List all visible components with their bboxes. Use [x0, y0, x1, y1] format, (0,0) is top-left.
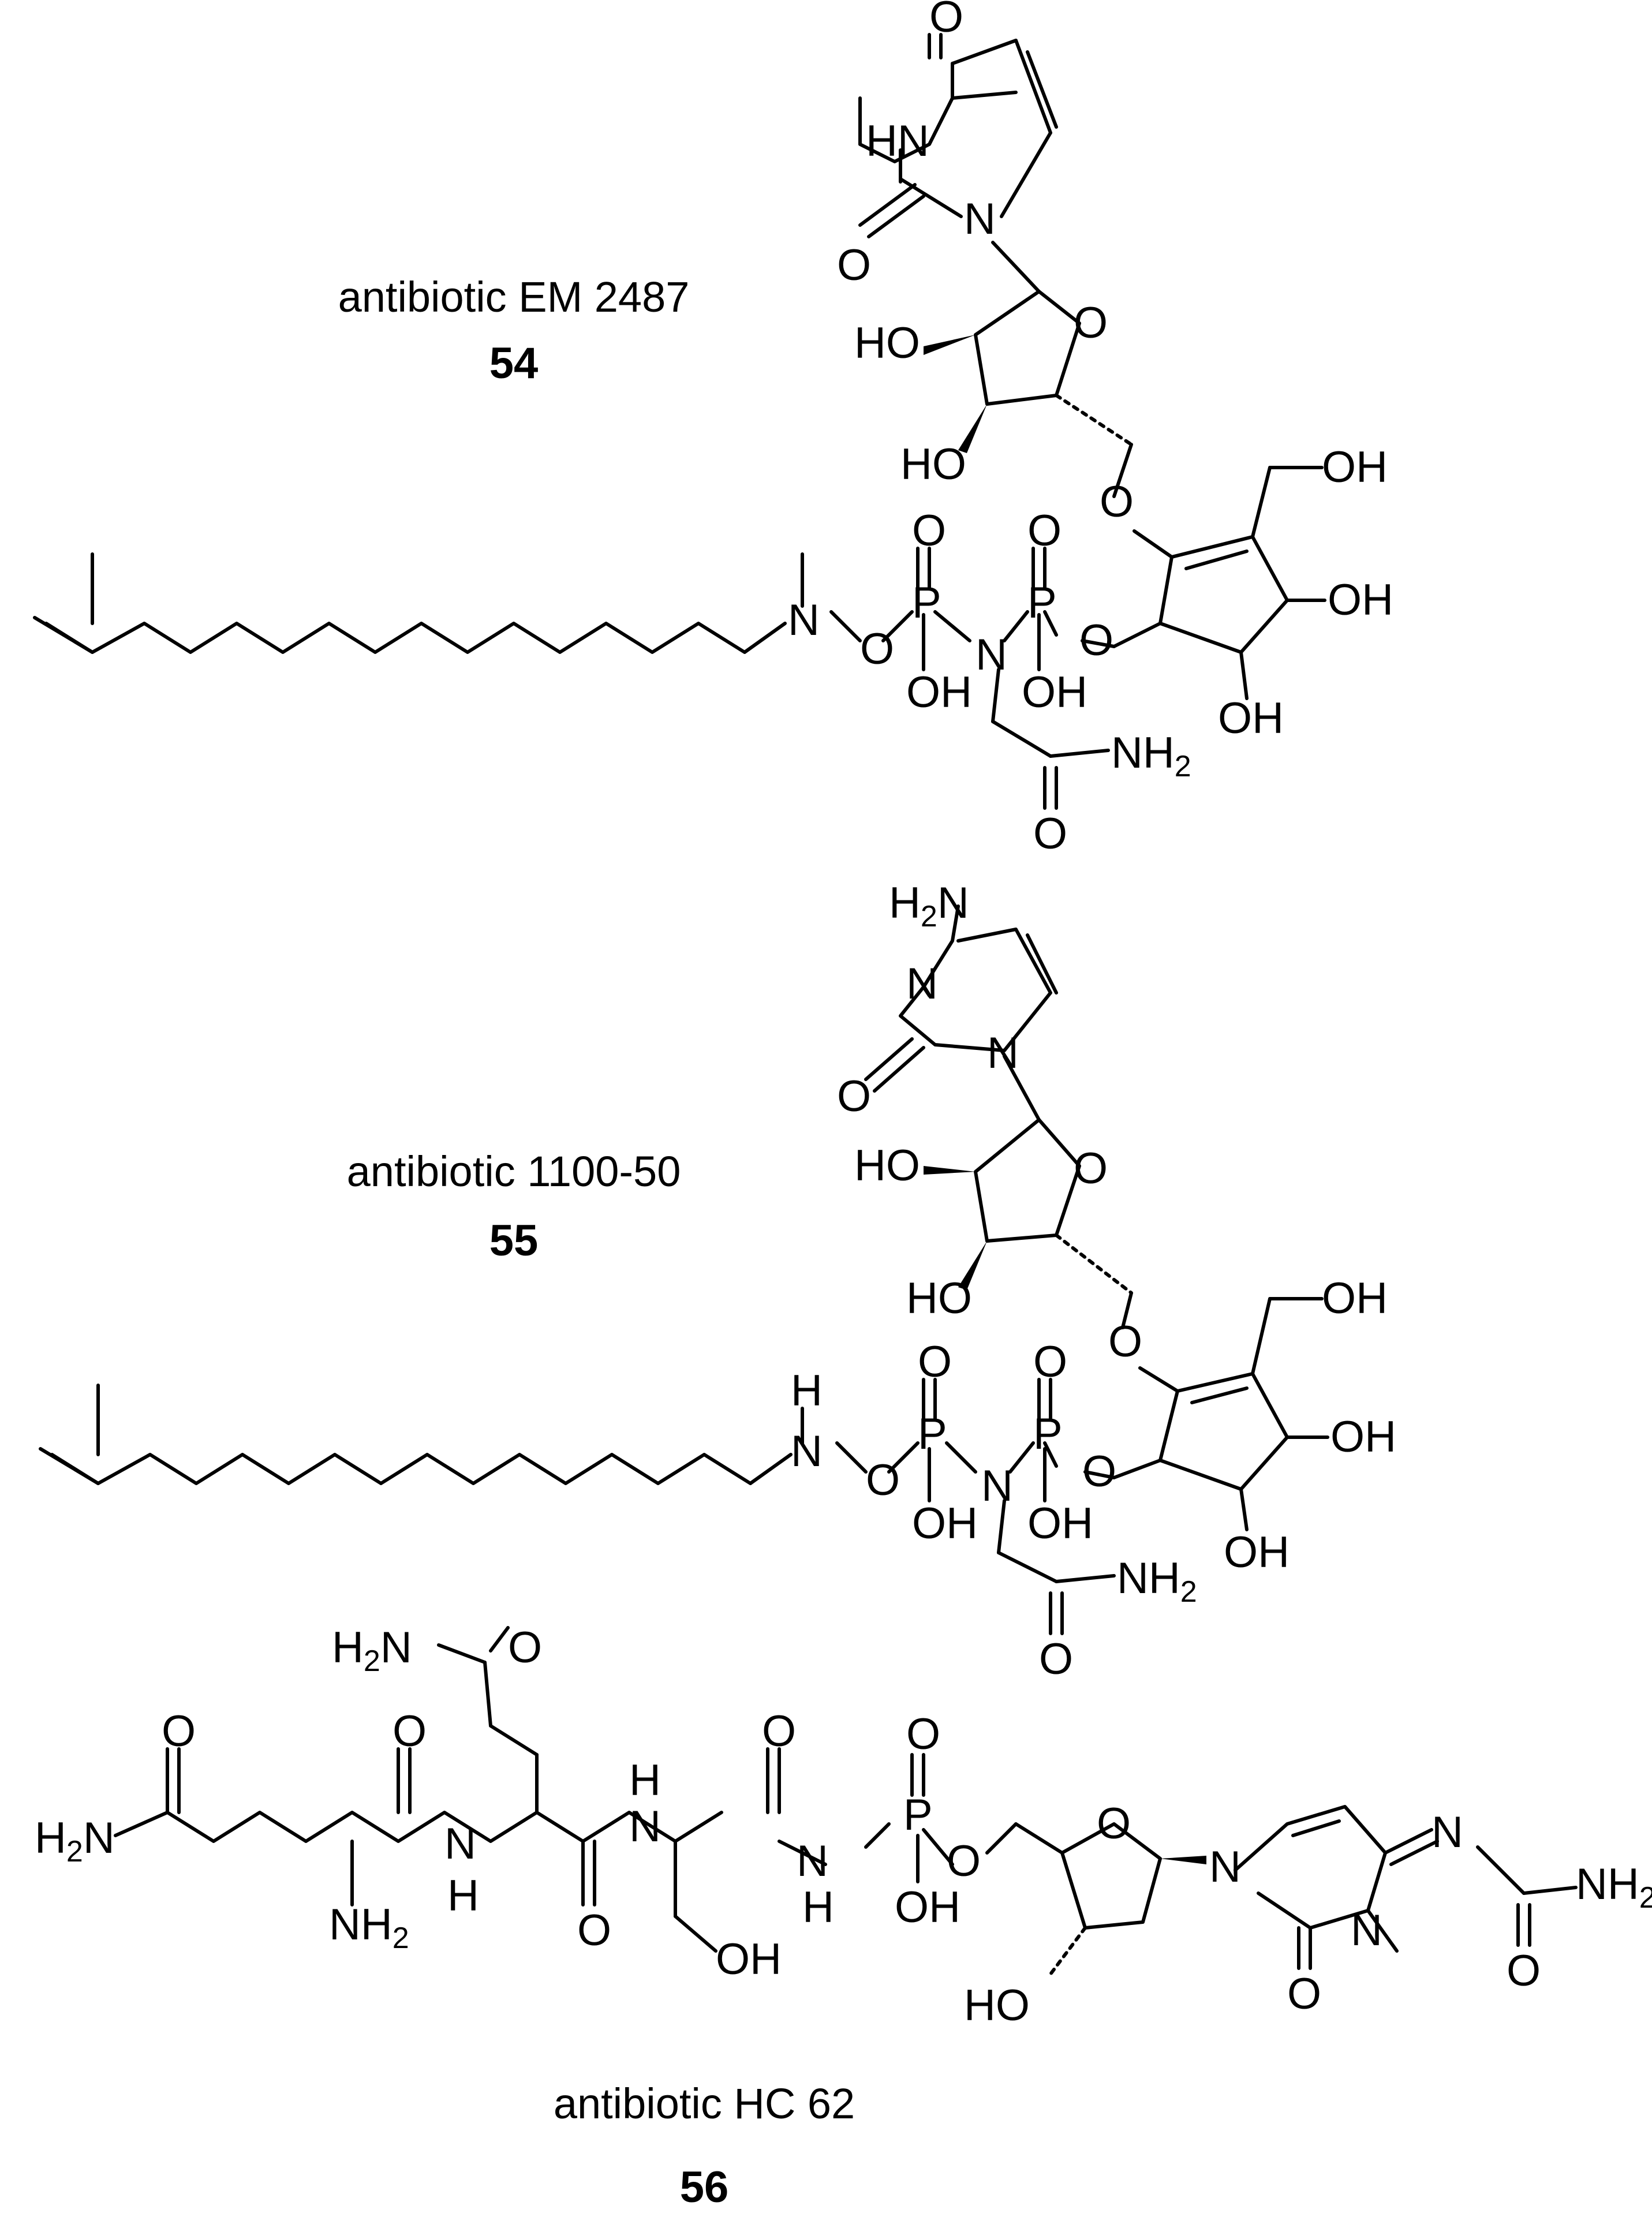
atom-OH-P2-55: OH — [1027, 1499, 1093, 1548]
atom-N1-55: N — [987, 1029, 1019, 1078]
atom-HO-2-55: HO — [854, 1141, 920, 1190]
atom-H2N-56d: H2N — [332, 1623, 412, 1678]
atom-OH-56l: OH — [895, 1883, 960, 1932]
atom-NH2-urea: NH2 — [1576, 1860, 1652, 1915]
atom-N-bridge-55: N — [981, 1461, 1013, 1511]
atom-O-ether: O — [1100, 477, 1134, 526]
atom-O-urea: O — [1507, 1946, 1541, 1995]
atom-O-NO: O — [860, 625, 894, 674]
uracil-ring-54 — [858, 33, 1058, 238]
atom-N-55: N — [791, 1427, 823, 1476]
compound-56 — [114, 1626, 1578, 1976]
atom-H2N-56: H2N — [35, 1814, 115, 1868]
atom-O-56k: O — [947, 1837, 981, 1886]
atom-NH2-56: NH2 — [329, 1900, 409, 1955]
atom-N3: N — [906, 959, 938, 1008]
atom-O-56e: O — [577, 1906, 611, 1955]
atom-N-56f: N — [629, 1802, 661, 1851]
atom-P-56j: P — [903, 1790, 933, 1840]
atom-N-methyl: N — [788, 596, 820, 645]
alkyl-chain-54 — [44, 622, 787, 654]
phosphate-core-54 — [801, 547, 1116, 810]
atom-H2N: H2N — [889, 879, 969, 933]
atom-P2: P — [1027, 578, 1057, 627]
atom-H-56c: H — [447, 1871, 479, 1920]
ribose-55 — [924, 1118, 1133, 1295]
cyclopentene-55 — [1112, 1291, 1329, 1531]
compound-55: H2N N N O O HO HO O OH OH OH — [39, 879, 1396, 1684]
atom-NH2-amide: NH2 — [1111, 728, 1191, 783]
atom-O-amide-55: O — [1039, 1635, 1073, 1684]
atom-HO-3: HO — [900, 440, 966, 489]
atom-O-C2: O — [837, 1072, 871, 1121]
cyclopentene-54 — [1112, 443, 1326, 700]
atom-OH-ring-1: OH — [1328, 575, 1393, 625]
atom-O-carbonyl-2: O — [837, 241, 871, 290]
peptide-backbone-56 — [114, 1811, 723, 1843]
compound-54: O HN N O O HO HO O OH OH OH — [33, 0, 1393, 858]
atom-O-C2-56: O — [1287, 1969, 1321, 2018]
atom-N-imino: N — [1432, 1808, 1463, 1857]
atom-O-P2-top: O — [1027, 506, 1062, 555]
atom-O-ether-55: O — [1108, 1317, 1142, 1366]
caption-56: antibiotic HC 62 — [554, 2080, 855, 2128]
atom-OH-ring-2-55: OH — [1224, 1528, 1290, 1577]
atom-H-56f: H — [629, 1756, 661, 1805]
atom-OH-P1-55: OH — [912, 1499, 978, 1548]
atom-OH-P1: OH — [906, 668, 972, 717]
atom-O-P2-55: O — [1082, 1447, 1116, 1496]
atom-O-P1-top-55: O — [918, 1337, 952, 1386]
atom-O-56h: O — [762, 1707, 796, 1756]
atom-HN: HN — [866, 117, 929, 166]
atom-O-ring-55: O — [1074, 1144, 1108, 1193]
atom-N1: N — [964, 195, 996, 244]
caption-54: antibiotic EM 2487 — [338, 273, 690, 321]
ribose-54 — [924, 241, 1133, 453]
atom-O-56d: O — [508, 1623, 542, 1672]
atom-OH-ring-1-55: OH — [1330, 1412, 1396, 1461]
atom-N-bridge: N — [975, 630, 1007, 679]
atom-OH-CH2: OH — [1322, 443, 1388, 492]
alkyl-chain-55 — [50, 1453, 793, 1485]
compound-number-54: 54 — [489, 339, 539, 388]
phosphate-core-55 — [801, 1378, 1116, 1635]
atom-O-carbonyl: O — [929, 0, 963, 42]
atom-O-56a: O — [162, 1707, 196, 1756]
atom-HO-3-55: HO — [906, 1274, 972, 1323]
atom-N-56c: N — [444, 1819, 476, 1868]
atom-OH-P2: OH — [1022, 668, 1087, 717]
atom-P2-55: P — [1033, 1410, 1063, 1459]
atom-O-56j: O — [906, 1710, 940, 1759]
atom-N3-56: N — [1351, 1906, 1382, 1955]
atom-OH-56g: OH — [716, 1935, 782, 1984]
atom-P1: P — [912, 578, 941, 627]
atom-HO-56: HO — [964, 1981, 1030, 2030]
atom-O-P2-top-55: O — [1033, 1337, 1067, 1386]
caption-55: antibiotic 1100-50 — [347, 1147, 681, 1195]
atom-O-56b: O — [393, 1707, 427, 1756]
atom-H-56i: H — [802, 1883, 834, 1932]
atom-H-N-55: H — [791, 1366, 823, 1415]
atom-O-P2: O — [1079, 616, 1113, 665]
atom-OH-CH2-55: OH — [1322, 1274, 1388, 1323]
atom-O-NO-55: O — [866, 1456, 900, 1505]
atom-N-56i: N — [797, 1837, 828, 1886]
atom-HO-2: HO — [854, 319, 920, 368]
cytosine-ring-55 — [864, 904, 1058, 1122]
atom-N1-56: N — [1209, 1842, 1241, 1891]
atom-O-ring-56: O — [1097, 1799, 1131, 1848]
atom-P1-55: P — [918, 1410, 947, 1459]
compound-number-55: 55 — [489, 1216, 539, 1265]
atom-OH-ring-2: OH — [1218, 694, 1284, 743]
atom-O-amide: O — [1033, 809, 1067, 858]
atom-O-P1-top: O — [912, 506, 946, 555]
compound-number-56: 56 — [680, 2163, 729, 2212]
atom-NH2-amide-55: NH2 — [1117, 1554, 1197, 1609]
atom-O-ring: O — [1074, 298, 1108, 347]
